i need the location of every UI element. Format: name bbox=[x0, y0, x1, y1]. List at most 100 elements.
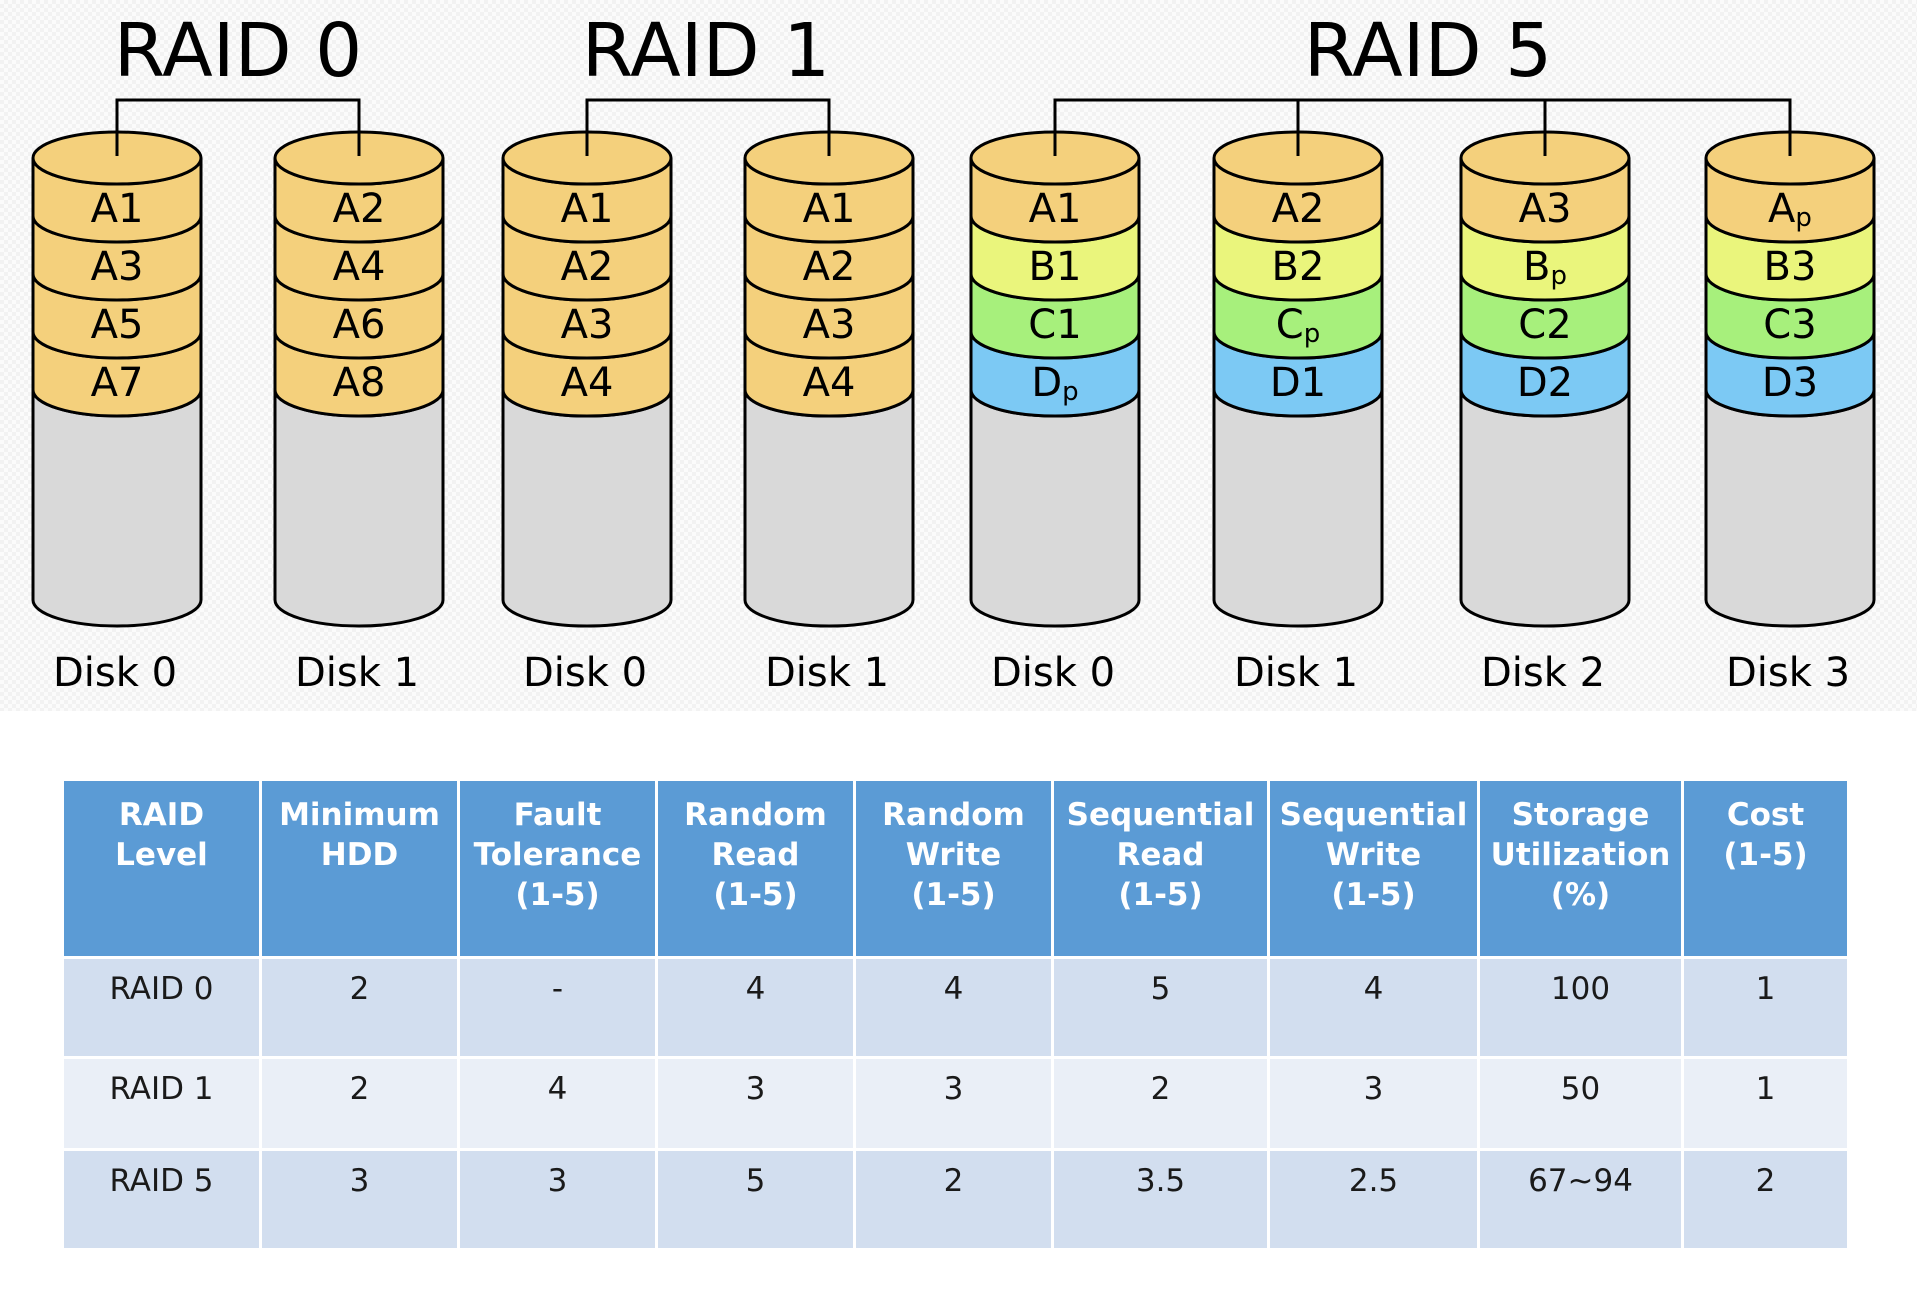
cell-raid-level: RAID 5 bbox=[61, 1148, 262, 1251]
table-row: RAID 1 2 4 3 3 2 3 50 1 bbox=[61, 1056, 1850, 1151]
block-label: A3 bbox=[803, 302, 856, 348]
block-label: A2 bbox=[803, 244, 856, 290]
disk-label: Disk 1 bbox=[295, 650, 419, 696]
block-label: C1 bbox=[1028, 302, 1081, 348]
block-label: Bp bbox=[1523, 244, 1567, 291]
block-label: A4 bbox=[561, 360, 614, 406]
block-label: C2 bbox=[1518, 302, 1571, 348]
block-label: D1 bbox=[1270, 360, 1326, 406]
empty-space bbox=[1212, 389, 1384, 628]
block-label: A1 bbox=[803, 186, 856, 232]
block-label: D3 bbox=[1762, 360, 1818, 406]
header-storage-utilization: Storage Utilization (%) bbox=[1477, 778, 1684, 959]
block-label: A1 bbox=[1029, 186, 1082, 232]
header-random-write: Random Write (1-5) bbox=[853, 778, 1054, 959]
cell-sequential-read: 5 bbox=[1051, 956, 1270, 1059]
cell-minimum-hdd: 2 bbox=[259, 1056, 460, 1151]
block-label: B1 bbox=[1029, 244, 1082, 290]
cell-sequential-write: 2.5 bbox=[1267, 1148, 1480, 1251]
block-label: A3 bbox=[1519, 186, 1572, 232]
block-label: B2 bbox=[1272, 244, 1325, 290]
block-label: A2 bbox=[1272, 186, 1325, 232]
cell-random-write: 4 bbox=[853, 956, 1054, 1059]
table-header-row: RAID Level Minimum HDD Fault Tolerance (… bbox=[61, 778, 1850, 959]
cell-minimum-hdd: 2 bbox=[259, 956, 460, 1059]
block-label: A6 bbox=[333, 302, 386, 348]
block-label: A2 bbox=[333, 186, 386, 232]
raid-group-title: RAID 1 bbox=[582, 8, 830, 94]
cell-sequential-write: 4 bbox=[1267, 956, 1480, 1059]
group-bracket bbox=[1053, 98, 1792, 156]
block-label: A8 bbox=[333, 360, 386, 406]
cell-random-read: 3 bbox=[655, 1056, 856, 1151]
cell-sequential-write: 3 bbox=[1267, 1056, 1480, 1151]
block-label: A4 bbox=[803, 360, 856, 406]
cell-sequential-read: 3.5 bbox=[1051, 1148, 1270, 1251]
empty-space bbox=[501, 389, 673, 628]
empty-space bbox=[1704, 389, 1876, 628]
cell-raid-level: RAID 1 bbox=[61, 1056, 262, 1151]
block-label: D2 bbox=[1517, 360, 1573, 406]
disk-label: Disk 0 bbox=[991, 650, 1115, 696]
empty-space bbox=[743, 389, 915, 628]
disk-label: Disk 1 bbox=[765, 650, 889, 696]
empty-space bbox=[1459, 389, 1631, 628]
cell-sequential-read: 2 bbox=[1051, 1056, 1270, 1151]
disk-label: Disk 3 bbox=[1726, 650, 1850, 696]
raid-group-title: RAID 5 bbox=[1304, 8, 1552, 94]
cell-cost: 1 bbox=[1681, 956, 1850, 1059]
header-sequential-read: Sequential Read (1-5) bbox=[1051, 778, 1270, 959]
cell-cost: 1 bbox=[1681, 1056, 1850, 1151]
table-row: RAID 0 2 - 4 4 5 4 100 1 bbox=[61, 956, 1850, 1059]
block-label: A2 bbox=[561, 244, 614, 290]
cell-random-read: 5 bbox=[655, 1148, 856, 1251]
block-label: A1 bbox=[91, 186, 144, 232]
block-label: A7 bbox=[91, 360, 144, 406]
header-fault-tolerance: Fault Tolerance (1-5) bbox=[457, 778, 658, 959]
block-label: A1 bbox=[561, 186, 614, 232]
header-random-read: Random Read (1-5) bbox=[655, 778, 856, 959]
cell-fault-tolerance: - bbox=[457, 956, 658, 1059]
cell-storage-utilization: 100 bbox=[1477, 956, 1684, 1059]
table-row: RAID 5 3 3 5 2 3.5 2.5 67~94 2 bbox=[61, 1148, 1850, 1251]
empty-space bbox=[31, 389, 203, 628]
block-label: A3 bbox=[91, 244, 144, 290]
block-label: A3 bbox=[561, 302, 614, 348]
header-sequential-write: Sequential Write (1-5) bbox=[1267, 778, 1480, 959]
disk-label: Disk 2 bbox=[1481, 650, 1605, 696]
disk-label: Disk 1 bbox=[1234, 650, 1358, 696]
cell-raid-level: RAID 0 bbox=[61, 956, 262, 1059]
cell-fault-tolerance: 3 bbox=[457, 1148, 658, 1251]
block-label: A5 bbox=[91, 302, 144, 348]
cell-random-write: 2 bbox=[853, 1148, 1054, 1251]
raid-comparison-table: RAID Level Minimum HDD Fault Tolerance (… bbox=[61, 778, 1850, 1251]
raid-group-title: RAID 0 bbox=[114, 8, 362, 94]
empty-space bbox=[969, 389, 1141, 628]
cell-minimum-hdd: 3 bbox=[259, 1148, 460, 1251]
cell-cost: 2 bbox=[1681, 1148, 1850, 1251]
empty-space bbox=[273, 389, 445, 628]
header-raid-level: RAID Level bbox=[61, 778, 262, 959]
cell-random-write: 3 bbox=[853, 1056, 1054, 1151]
block-label: B3 bbox=[1764, 244, 1817, 290]
cell-storage-utilization: 67~94 bbox=[1477, 1148, 1684, 1251]
disk-label: Disk 0 bbox=[53, 650, 177, 696]
cell-random-read: 4 bbox=[655, 956, 856, 1059]
header-cost: Cost (1-5) bbox=[1681, 778, 1850, 959]
block-label: C3 bbox=[1763, 302, 1816, 348]
header-minimum-hdd: Minimum HDD bbox=[259, 778, 460, 959]
disk-label: Disk 0 bbox=[523, 650, 647, 696]
